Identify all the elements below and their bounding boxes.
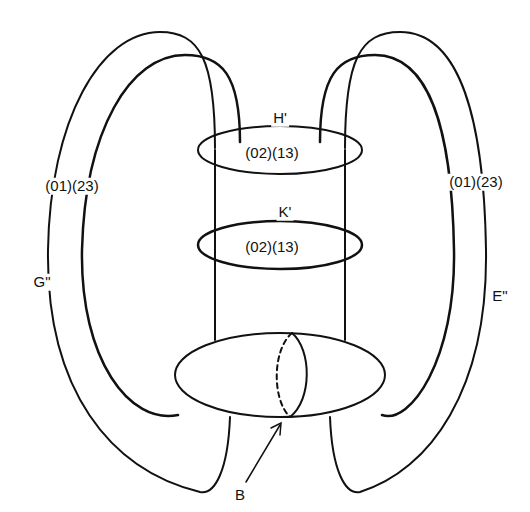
permutation-label: (01)(23) (43, 178, 100, 195)
ball-meridian-hidden (277, 333, 292, 417)
ball-b (175, 333, 385, 417)
handle-name: G" (32, 274, 53, 291)
tube-wall (344, 150, 346, 340)
ball-meridian (290, 333, 307, 417)
ring-name: H' (271, 110, 289, 127)
permutation-label: (02)(13) (243, 239, 300, 256)
leader-head (271, 423, 281, 435)
ball-name: B (233, 487, 247, 504)
permutation-label: (02)(13) (243, 145, 300, 162)
permutation-label: (01)(23) (447, 174, 504, 191)
left-handle-outer (48, 32, 230, 492)
right-handle-inner (320, 55, 454, 416)
handle-name: E" (490, 288, 509, 305)
ring-h (198, 126, 362, 174)
tube-wall (214, 150, 216, 340)
ring-name: K' (277, 204, 294, 221)
left-handle-inner (82, 55, 240, 416)
ring-k (198, 221, 362, 269)
leader-line (246, 425, 280, 482)
right-handle-outer (330, 32, 486, 492)
